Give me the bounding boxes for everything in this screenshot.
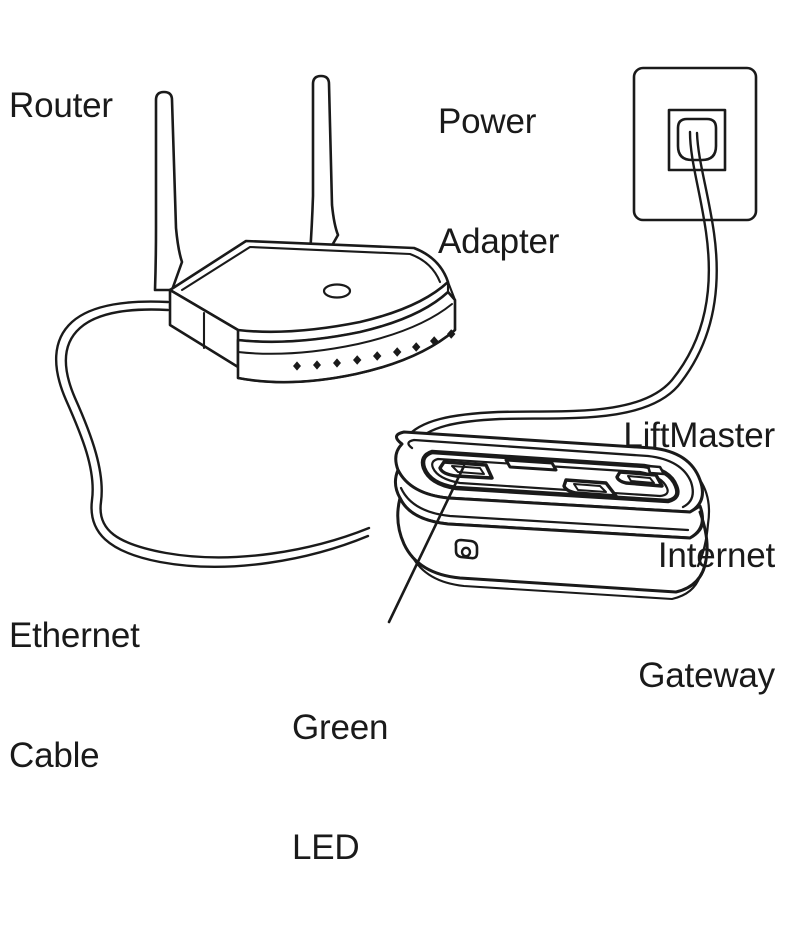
wall-outlet [632, 66, 758, 222]
router [153, 74, 457, 384]
label-power-adapter-line1: Power [438, 102, 537, 141]
label-green-led-line1: Green [292, 708, 389, 747]
green-led-indicator [454, 538, 479, 560]
ethernet-cable [55, 300, 371, 568]
label-green-led-line2: LED [292, 828, 360, 867]
label-gateway: LiftMaster Internet Gateway [623, 336, 775, 776]
label-router-text: Router [9, 86, 113, 125]
gateway-device [393, 430, 711, 601]
green-led-leader-line [387, 464, 466, 624]
label-gateway-line3: Gateway [638, 656, 775, 695]
diagram-illustration [55, 66, 758, 624]
label-ethernet-line2: Cable [9, 736, 100, 775]
diagram-canvas: Router Power Adapter LiftMaster Internet… [9, 6, 776, 867]
label-router: Router [9, 6, 113, 206]
label-power-adapter: Power Adapter [438, 22, 559, 342]
label-ethernet-line1: Ethernet [9, 616, 140, 655]
label-ethernet-cable: Ethernet Cable [9, 536, 140, 856]
label-gateway-line2: Internet [657, 536, 775, 575]
label-power-adapter-line2: Adapter [438, 222, 560, 261]
label-gateway-line1: LiftMaster [623, 416, 775, 455]
router-status-leds [293, 329, 456, 371]
label-green-led: Green LED [292, 628, 388, 948]
